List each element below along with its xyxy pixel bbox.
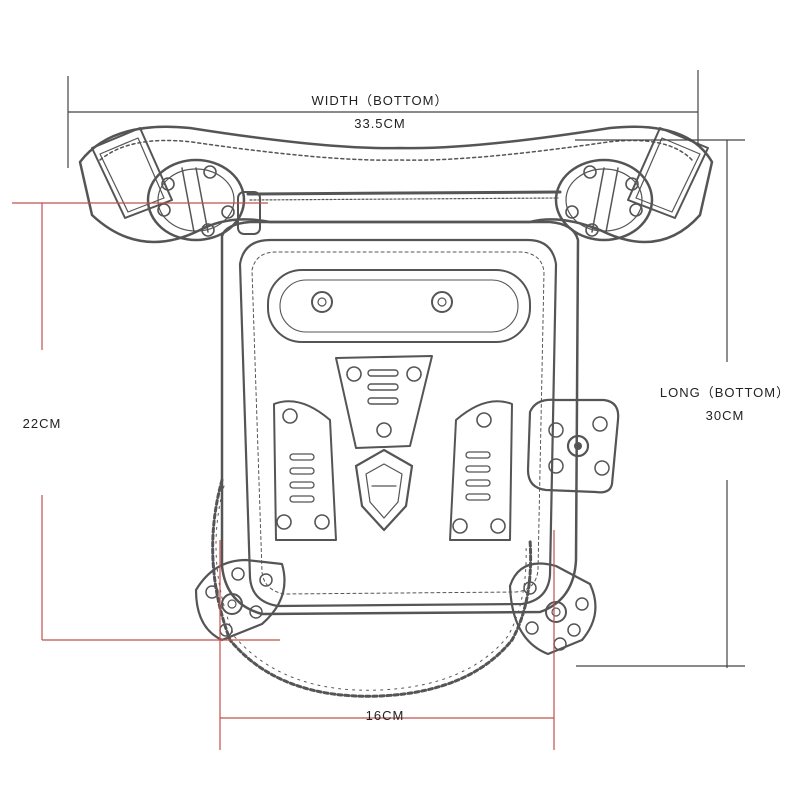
width-value-label: 33.5CM (354, 116, 406, 131)
right-side-plate (449, 400, 513, 541)
right-buckle (554, 127, 709, 242)
front-flap-stitch (251, 251, 545, 595)
bottom-right-strap (508, 562, 597, 656)
height-value-label: 22CM (22, 416, 62, 431)
long-value-label: 30CM (705, 408, 745, 423)
center-plate (335, 355, 433, 449)
width-title-label: WIDTH（BOTTOM） (311, 93, 449, 108)
left-buckle (91, 127, 246, 242)
side-strap-tab (526, 398, 620, 494)
top-belt-inner (99, 139, 693, 161)
long-title-label: LONG（BOTTOM） (659, 385, 791, 400)
plate-rivet-right (431, 291, 453, 313)
depth-value-label: 16CM (365, 708, 405, 723)
zipper-teeth (249, 197, 559, 201)
zipper-pull (237, 191, 261, 235)
top-belt-outline (78, 125, 714, 244)
plate-rivet-left (311, 291, 333, 313)
left-side-plate (273, 400, 337, 541)
zipper-track (246, 190, 562, 196)
bottom-left-strap (194, 558, 286, 642)
flap-top-plate (267, 269, 531, 343)
shield-emblem (354, 448, 414, 532)
leg-bag-sketch (78, 125, 714, 698)
dimension-lines (12, 70, 745, 750)
front-flap (238, 238, 558, 608)
bag-body (220, 220, 580, 616)
hanging-chain (211, 478, 533, 698)
